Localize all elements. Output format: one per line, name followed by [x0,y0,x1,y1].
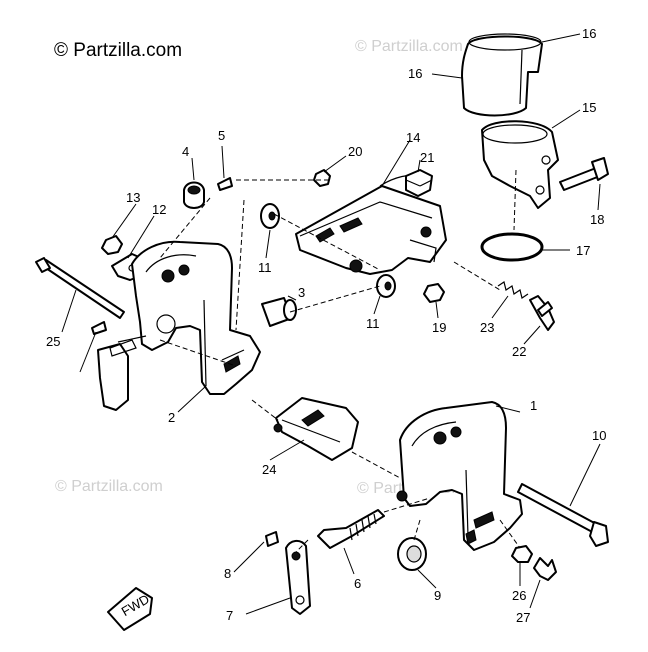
part-23-spring[interactable] [497,281,529,299]
part-25-long-bolt[interactable] [35,257,125,319]
callout-27: 27 [516,610,530,625]
part-13-nut[interactable] [101,235,123,255]
callout-19: 19 [432,320,446,335]
callout-3: 3 [298,285,305,300]
callout-2: 2 [168,410,175,425]
callout-7: 7 [226,608,233,623]
callout-9: 9 [434,588,441,603]
part-15-clamp[interactable] [481,120,559,209]
part-16-sleeve[interactable] [461,33,543,117]
part-21-cap[interactable] [405,169,433,197]
part-4-bushing[interactable] [183,181,205,209]
part-11-washer-upper[interactable] [260,203,280,229]
part-5-pin[interactable] [217,177,233,191]
part-19-nut[interactable] [423,283,445,303]
callout-5: 5 [218,128,225,143]
callout-1: 1 [530,398,537,413]
callout-24: 24 [262,462,276,477]
callout-23: 23 [480,320,494,335]
callout-16-left: 16 [408,66,422,81]
callout-26-right: 26 [512,588,526,603]
part-11-washer-lower[interactable] [376,274,396,298]
part-26-nut[interactable] [511,545,533,563]
watermark-faint-left: © Partzilla.com [55,478,163,495]
part-20-nut[interactable] [313,169,331,187]
watermark-faint-top: © Partzilla.com [355,38,463,55]
part-6-threaded-rod[interactable] [317,509,385,549]
part-10-bolt[interactable] [517,483,609,547]
part-17-o-ring[interactable] [480,232,544,262]
part-27-wing-nut[interactable] [533,557,557,581]
part-3-pin[interactable] [261,297,297,327]
callout-11-upper: 11 [258,260,272,275]
callout-10: 10 [592,428,606,443]
part-28-pin[interactable] [91,321,107,335]
callout-11-lower: 11 [366,316,380,331]
part-22-wing-screw[interactable] [529,295,555,331]
callout-16-top: 16 [582,26,596,41]
callout-6: 6 [354,576,361,591]
callout-22: 22 [512,344,526,359]
callout-17: 17 [576,243,590,258]
part-2-clamp-bracket-left[interactable] [131,240,261,395]
callout-8: 8 [224,566,231,581]
callout-12: 12 [152,202,166,217]
part-24-swivel-plate[interactable] [273,397,359,461]
part-1-clamp-bracket-right[interactable] [396,401,523,551]
part-18-bolt[interactable] [559,157,609,191]
watermark-main: © Partzilla.com [54,40,183,61]
callout-21: 21 [420,150,434,165]
callout-15: 15 [582,100,596,115]
assembly-lines [159,169,521,553]
part-8-pin[interactable] [265,531,279,547]
callout-numbers: 16 16 15 14 20 21 18 17 5 4 13 12 11 11 … [46,26,606,625]
part-14-swivel-bracket[interactable] [295,174,447,275]
callout-13: 13 [126,190,140,205]
fwd-arrow-badge: FWD [107,587,153,631]
part-9-pad[interactable] [397,537,427,571]
callout-18: 18 [590,212,604,227]
part-lever-arm[interactable] [97,335,147,411]
callout-leaders [61,33,601,615]
callout-14: 14 [406,130,420,145]
callout-4: 4 [182,144,189,159]
part-7-lever[interactable] [285,540,311,615]
callout-25: 25 [46,334,60,349]
callout-20: 20 [348,144,362,159]
